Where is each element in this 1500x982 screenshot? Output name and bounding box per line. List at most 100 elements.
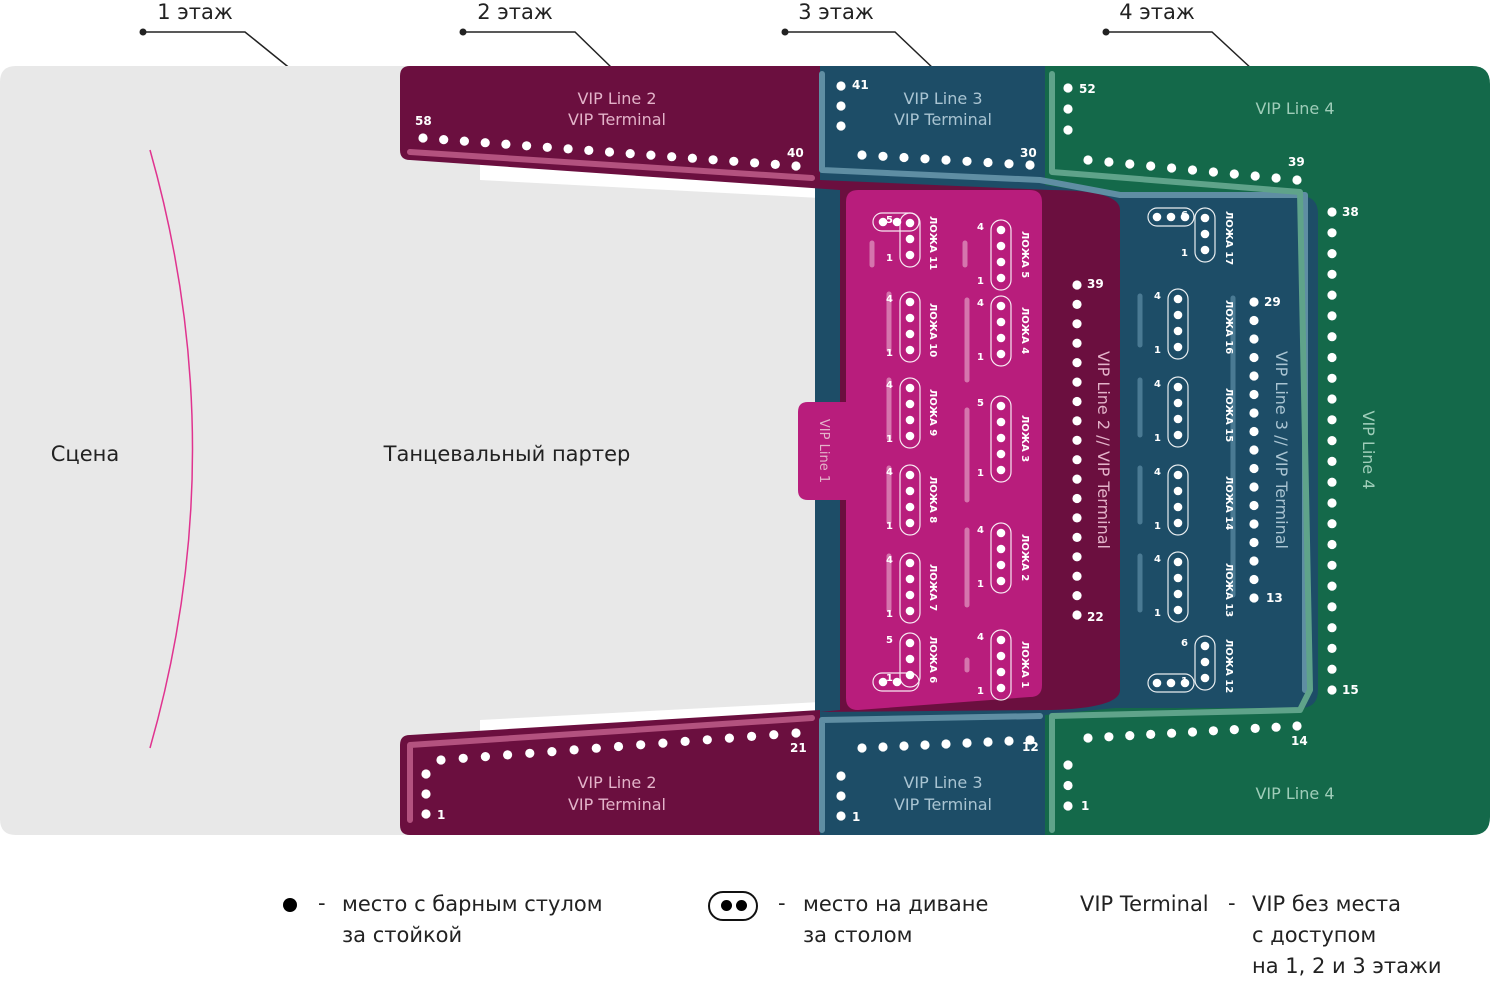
seat-dot [1327, 602, 1337, 612]
vip-terminal-top-title: VIP Terminal [568, 110, 666, 129]
seat-dot [983, 737, 993, 747]
box-min-seats: 1 [886, 521, 893, 532]
seat-dot [667, 152, 677, 162]
seat-dot [1327, 207, 1337, 217]
seat-num: 41 [852, 78, 869, 92]
seat-dot [905, 654, 915, 664]
seat-dot [1072, 358, 1082, 368]
seat-dot [1072, 396, 1082, 407]
seat-dot [1327, 269, 1337, 279]
seat-dot [996, 333, 1006, 343]
box-sofa-outline [899, 552, 921, 624]
box-sofas [869, 207, 1236, 701]
seat-dot [791, 161, 801, 171]
floor-pointers [143, 31, 1254, 71]
box-max-seats: 4 [886, 380, 893, 391]
seat-dot [501, 139, 511, 149]
seat-dot [905, 486, 915, 496]
seat-dot [1327, 477, 1337, 487]
box-name: ЛОЖА 3 [1019, 415, 1030, 462]
vip-terminal-3-top-title: VIP Terminal [894, 110, 992, 129]
seat-dot [1327, 498, 1337, 508]
dance-floor-area[interactable] [0, 66, 840, 835]
seat-num: 39 [1288, 155, 1305, 169]
box-max-seats: 4 [1154, 379, 1161, 390]
seat-dot [962, 156, 972, 166]
seat-dot [1146, 729, 1156, 740]
seat-dot [1249, 574, 1259, 585]
seat-dot [996, 449, 1006, 459]
seat-dot [542, 142, 552, 152]
box-sofa-outline [899, 291, 921, 363]
seat-dot [1292, 721, 1302, 731]
seat-dot [1072, 532, 1082, 543]
seat-dot [646, 150, 656, 160]
seat-dot [920, 154, 930, 164]
box-min-seats: 1 [1181, 676, 1188, 687]
box-max-seats: 6 [1181, 210, 1188, 221]
box-max-seats: 6 [1181, 638, 1188, 649]
seat-dot [769, 730, 779, 740]
seat-dot [1072, 280, 1082, 290]
seat-dot [1327, 352, 1337, 363]
box-name: ЛОЖА 10 [927, 303, 938, 357]
seat-dot [905, 297, 915, 307]
seat-dot [1072, 299, 1082, 309]
box-seats[interactable] [878, 212, 1210, 693]
seat-dot [1166, 212, 1176, 222]
seat-dot [905, 590, 915, 600]
seat-num: 30 [1020, 146, 1037, 160]
seat-dot [436, 755, 446, 765]
box-min-seats: 1 [1154, 345, 1161, 356]
seat-dot [1072, 416, 1082, 426]
seat-num: 38 [1342, 205, 1359, 219]
seat-dot [1173, 294, 1183, 304]
seat-dot [878, 742, 888, 752]
seat-dot [1173, 502, 1183, 512]
sofa-icon [708, 891, 758, 921]
seat-dot [708, 155, 718, 165]
box-max-seats: 4 [977, 298, 984, 309]
seat-num: 13 [1266, 591, 1283, 605]
seat-dot [1083, 733, 1093, 743]
seat-dot [1173, 605, 1183, 615]
seat-num: 39 [1087, 277, 1104, 291]
seat-dot [857, 150, 867, 160]
seat-dot [941, 155, 951, 165]
seat-dot [996, 317, 1006, 327]
seat-dot [996, 301, 1006, 311]
seat-dot [563, 144, 573, 154]
seat-dot [905, 518, 915, 528]
seat-dot [996, 241, 1006, 251]
legend-bar-stool: место с барным стулом за стойкой [342, 892, 603, 947]
seat-dot [1249, 334, 1259, 344]
box-sofa-outline [1147, 673, 1195, 693]
boxes-zone[interactable] [798, 190, 1042, 710]
seat-dot [613, 741, 624, 752]
box-name: ЛОЖА 4 [1019, 307, 1030, 354]
seat-dot [1249, 297, 1259, 307]
box-min-seats: 1 [886, 434, 893, 445]
legend-dash: - [1228, 891, 1236, 915]
seat-dot [905, 313, 915, 323]
box-name: ЛОЖА 17 [1223, 211, 1234, 265]
seat-dot [480, 752, 490, 762]
stage-arc [149, 149, 194, 749]
box-min-seats: 1 [886, 673, 893, 684]
bar-seats[interactable] [418, 81, 1337, 821]
vip-terminal-bottom-title: VIP Terminal [568, 795, 666, 814]
seat-dot [1173, 518, 1183, 528]
seat-dot [421, 789, 431, 799]
seat-dot [905, 234, 915, 244]
seat-dot [1327, 436, 1337, 446]
vip-line-2-top-title: VIP Line 2 [577, 89, 656, 108]
seat-num: 14 [1291, 734, 1308, 748]
seat-dot [996, 528, 1006, 538]
floor-pointer-dots [139, 28, 1110, 36]
seat-dot [1249, 519, 1259, 529]
seat-dot [983, 157, 993, 168]
seat-dot [1327, 456, 1337, 466]
seat-dot [747, 731, 757, 742]
seat-dot [1173, 557, 1183, 567]
seat-dot [1173, 589, 1183, 599]
